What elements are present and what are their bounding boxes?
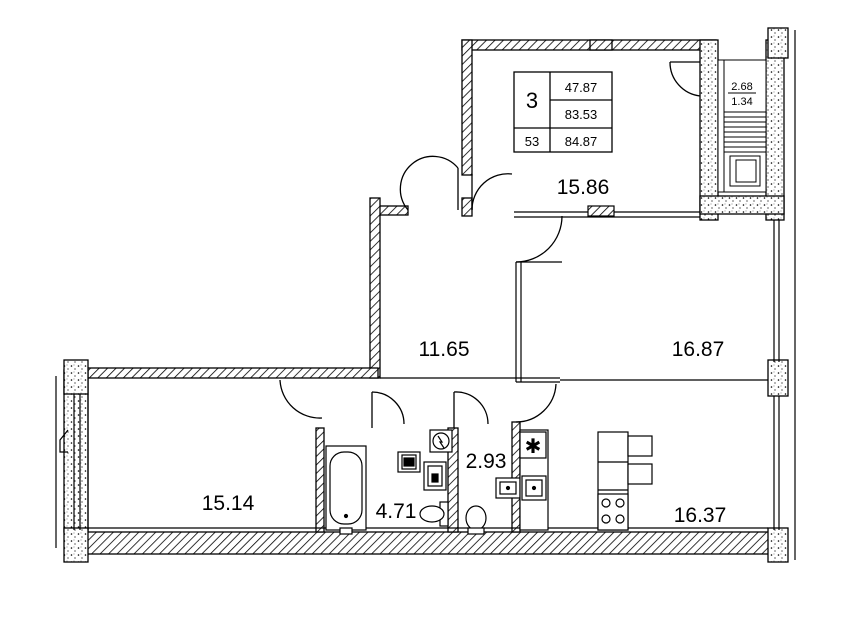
wall-toilet-kitchen bbox=[511, 421, 521, 533]
door-toilet bbox=[453, 391, 489, 425]
freezer: ✱ bbox=[519, 431, 547, 459]
room-area-hall: 11.65 bbox=[419, 338, 470, 361]
door-hall-top-left bbox=[399, 155, 459, 211]
balcony-stairs: 2.68 1.34 bbox=[717, 59, 767, 193]
info-total-with-balcony: 84.87 bbox=[565, 134, 598, 149]
door-top-room bbox=[471, 173, 513, 211]
wall-hall-top-stub bbox=[377, 205, 409, 216]
fixtures: ✱ bbox=[325, 429, 653, 535]
bathtub bbox=[325, 445, 367, 535]
wall-pier-right-bottom bbox=[767, 527, 789, 563]
walls bbox=[63, 27, 789, 563]
stove bbox=[597, 493, 629, 531]
door-balcony bbox=[669, 61, 701, 97]
wall-hall-left bbox=[369, 197, 381, 379]
door-bathroom bbox=[371, 391, 405, 425]
apartment-info-box: 3 47.87 83.53 53 84.87 bbox=[513, 71, 613, 153]
wall-balcony-left bbox=[699, 39, 719, 221]
wall-top-room-left bbox=[461, 39, 473, 176]
wall-pier-top-right bbox=[767, 27, 789, 59]
room-area-bathroom: 4.71 bbox=[376, 500, 417, 523]
room-area-toilet: 2.93 bbox=[466, 450, 507, 473]
wall-pier-left-bottom bbox=[63, 527, 89, 563]
wall-balcony-right bbox=[765, 39, 785, 221]
bath-sink bbox=[397, 451, 421, 473]
wall-balcony-bottom bbox=[699, 195, 785, 215]
bath-toilet-bowl bbox=[419, 501, 449, 527]
balcony-area-reduced: 1.34 bbox=[731, 96, 752, 108]
door-bedroom bbox=[515, 215, 563, 263]
wall-pier-right-mid bbox=[767, 359, 789, 397]
wall-bath-left bbox=[315, 427, 325, 533]
wall-bath-toilet bbox=[447, 427, 459, 533]
wall-left-room-top bbox=[71, 367, 379, 379]
room-area-kitchen: 16.37 bbox=[674, 504, 727, 527]
room-area-living-top: 15.86 bbox=[557, 176, 610, 199]
window-mark-top-room bbox=[587, 205, 615, 217]
freezer-icon: ✱ bbox=[525, 436, 542, 458]
wall-top-room-top-insert bbox=[589, 39, 613, 51]
wall-pier-left-top bbox=[63, 359, 89, 395]
wall-top-room-left-stub bbox=[461, 197, 473, 217]
info-rooms-count: 3 bbox=[526, 88, 538, 113]
door-kitchen bbox=[515, 383, 557, 423]
room-area-living-left: 15.14 bbox=[202, 492, 255, 515]
wall-exterior-bottom bbox=[71, 531, 777, 555]
info-living-area: 47.87 bbox=[565, 80, 598, 95]
door-left-room bbox=[279, 379, 323, 419]
thin-lines bbox=[55, 30, 796, 560]
info-apartment-number: 53 bbox=[525, 134, 539, 149]
toilet-bowl bbox=[465, 505, 487, 535]
washing-machine bbox=[423, 461, 447, 491]
boiler bbox=[429, 429, 453, 453]
wall-top-room-top bbox=[461, 39, 717, 51]
balcony-area-full: 2.68 bbox=[731, 81, 752, 93]
kitchen-sink bbox=[495, 477, 521, 499]
room-labels: 15.86 16.87 11.65 15.14 4.71 2.93 16.37 bbox=[202, 176, 727, 527]
info-total-area: 83.53 bbox=[565, 107, 598, 122]
room-area-bedroom-right: 16.87 bbox=[672, 338, 725, 361]
doors bbox=[279, 61, 701, 428]
